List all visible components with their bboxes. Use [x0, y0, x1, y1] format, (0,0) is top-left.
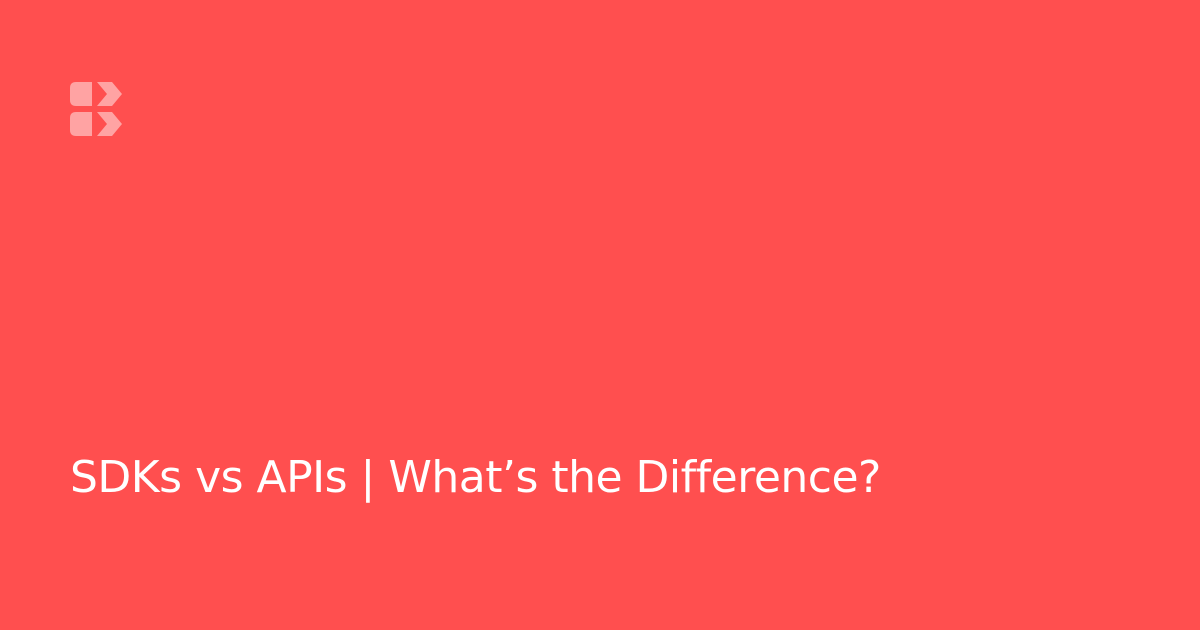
page-title: SDKs vs APIs | What’s the Difference? — [70, 452, 881, 503]
brand-logo-shape — [70, 82, 122, 136]
brand-logo-icon — [70, 82, 124, 136]
